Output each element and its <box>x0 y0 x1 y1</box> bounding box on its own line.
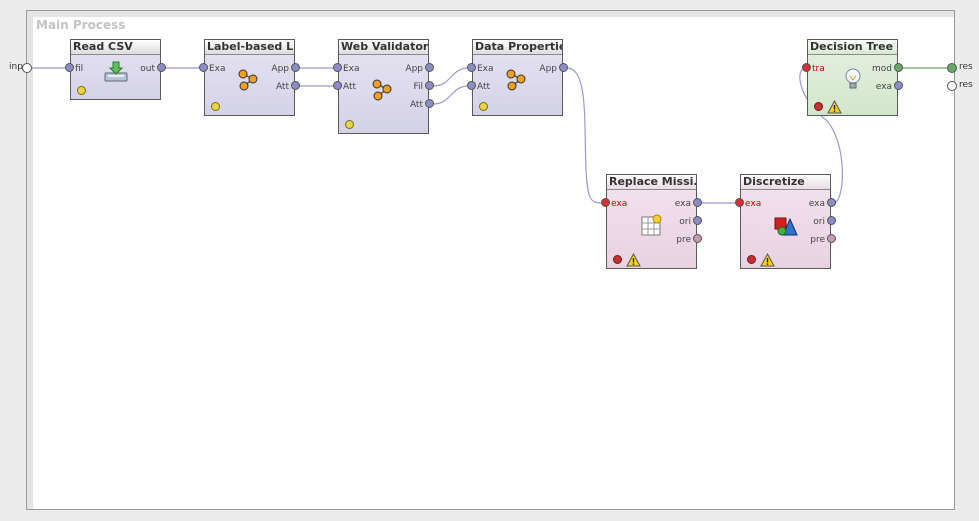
operator-label-based[interactable]: Label-based L... Exa App Att <box>204 39 295 116</box>
lightbulb-icon <box>845 68 861 89</box>
operator-title: Web Validator <box>339 40 428 55</box>
operator-title: Discretize <box>741 175 830 190</box>
port-label: Exa <box>343 64 360 74</box>
read-csv-fil-port[interactable] <box>65 63 74 72</box>
status-indicator <box>479 102 488 111</box>
shapes-icon <box>774 217 798 236</box>
port-label: App <box>539 64 557 74</box>
operator-web-validator[interactable]: Web Validator Exa Att App Fil Att <box>338 39 429 134</box>
port-label: Att <box>343 82 357 92</box>
process-input-port[interactable] <box>22 63 32 73</box>
port-label: Att <box>477 82 491 92</box>
web-validator-app-port[interactable] <box>425 63 434 72</box>
result-port-2[interactable] <box>947 81 957 91</box>
port-label: exa <box>875 82 892 92</box>
port-label: App <box>271 64 289 74</box>
port-label: out <box>140 64 155 74</box>
replace-missing-exa-in-port[interactable] <box>601 198 610 207</box>
operator-replace-missing[interactable]: Replace Missi... exa exa ori pre <box>606 174 697 269</box>
database-import-icon <box>104 61 128 82</box>
web-validator-att-in-port[interactable] <box>333 81 342 90</box>
operator-data-properties[interactable]: Data Properties Exa Att App <box>472 39 563 116</box>
port-label: Exa <box>209 64 226 74</box>
port-label: tra <box>812 64 825 74</box>
decision-tree-exa-port[interactable] <box>894 81 903 90</box>
operator-decision-tree[interactable]: Decision Tree tra mod exa <box>807 39 898 116</box>
discretize-pre-port[interactable] <box>827 234 836 243</box>
web-validator-att-out-port[interactable] <box>425 99 434 108</box>
operator-read-csv[interactable]: Read CSV fil out <box>70 39 161 100</box>
molecule-icon <box>372 79 392 101</box>
operator-title: Data Properties <box>473 40 562 55</box>
port-label: exa <box>808 199 825 209</box>
operator-title: Label-based L... <box>205 40 294 55</box>
data-properties-exa-port[interactable] <box>467 63 476 72</box>
operator-discretize[interactable]: Discretize exa exa ori pre <box>740 174 831 269</box>
status-indicator <box>77 86 86 95</box>
port-label: fil <box>75 64 84 74</box>
label-based-app-port[interactable] <box>291 63 300 72</box>
label-based-exa-port[interactable] <box>199 63 208 72</box>
replace-missing-pre-port[interactable] <box>693 234 702 243</box>
data-properties-app-port[interactable] <box>559 63 568 72</box>
table-star-icon <box>641 214 662 236</box>
port-label: Att <box>275 82 289 92</box>
port-label: mod <box>872 64 892 74</box>
status-indicator <box>747 255 756 264</box>
port-label: Fil <box>413 82 423 92</box>
port-label: exa <box>745 199 762 209</box>
port-label: ori <box>813 217 825 227</box>
warning-icon[interactable] <box>760 253 775 267</box>
operator-title: Decision Tree <box>808 40 897 55</box>
status-indicator <box>814 102 823 111</box>
discretize-exa-out-port[interactable] <box>827 198 836 207</box>
warning-icon[interactable] <box>626 253 641 267</box>
molecule-icon <box>238 69 258 91</box>
status-indicator <box>613 255 622 264</box>
port-label: pre <box>676 235 691 245</box>
decision-tree-mod-port[interactable] <box>894 63 903 72</box>
data-properties-att-port[interactable] <box>467 81 476 90</box>
port-label: Att <box>409 100 423 110</box>
status-indicator <box>211 102 220 111</box>
port-label: App <box>405 64 423 74</box>
port-label: exa <box>611 199 628 209</box>
port-label: ori <box>679 217 691 227</box>
port-label: exa <box>674 199 691 209</box>
operator-title: Replace Missi... <box>607 175 696 190</box>
molecule-icon <box>506 69 526 91</box>
label-based-att-port[interactable] <box>291 81 300 90</box>
warning-icon[interactable] <box>827 100 842 114</box>
process-input-label: inp <box>9 62 23 72</box>
result-port-1-label: res <box>959 62 973 72</box>
discretize-ori-port[interactable] <box>827 216 836 225</box>
web-validator-exa-port[interactable] <box>333 63 342 72</box>
discretize-exa-in-port[interactable] <box>735 198 744 207</box>
result-port-1[interactable] <box>947 63 957 73</box>
port-label: Exa <box>477 64 494 74</box>
result-port-2-label: res <box>959 80 973 90</box>
replace-missing-exa-out-port[interactable] <box>693 198 702 207</box>
decision-tree-tra-port[interactable] <box>802 63 811 72</box>
replace-missing-ori-port[interactable] <box>693 216 702 225</box>
process-title: Main Process <box>36 18 126 32</box>
operator-title: Read CSV <box>71 40 160 55</box>
status-indicator <box>345 120 354 129</box>
port-label: pre <box>810 235 825 245</box>
web-validator-fil-port[interactable] <box>425 81 434 90</box>
read-csv-out-port[interactable] <box>157 63 166 72</box>
